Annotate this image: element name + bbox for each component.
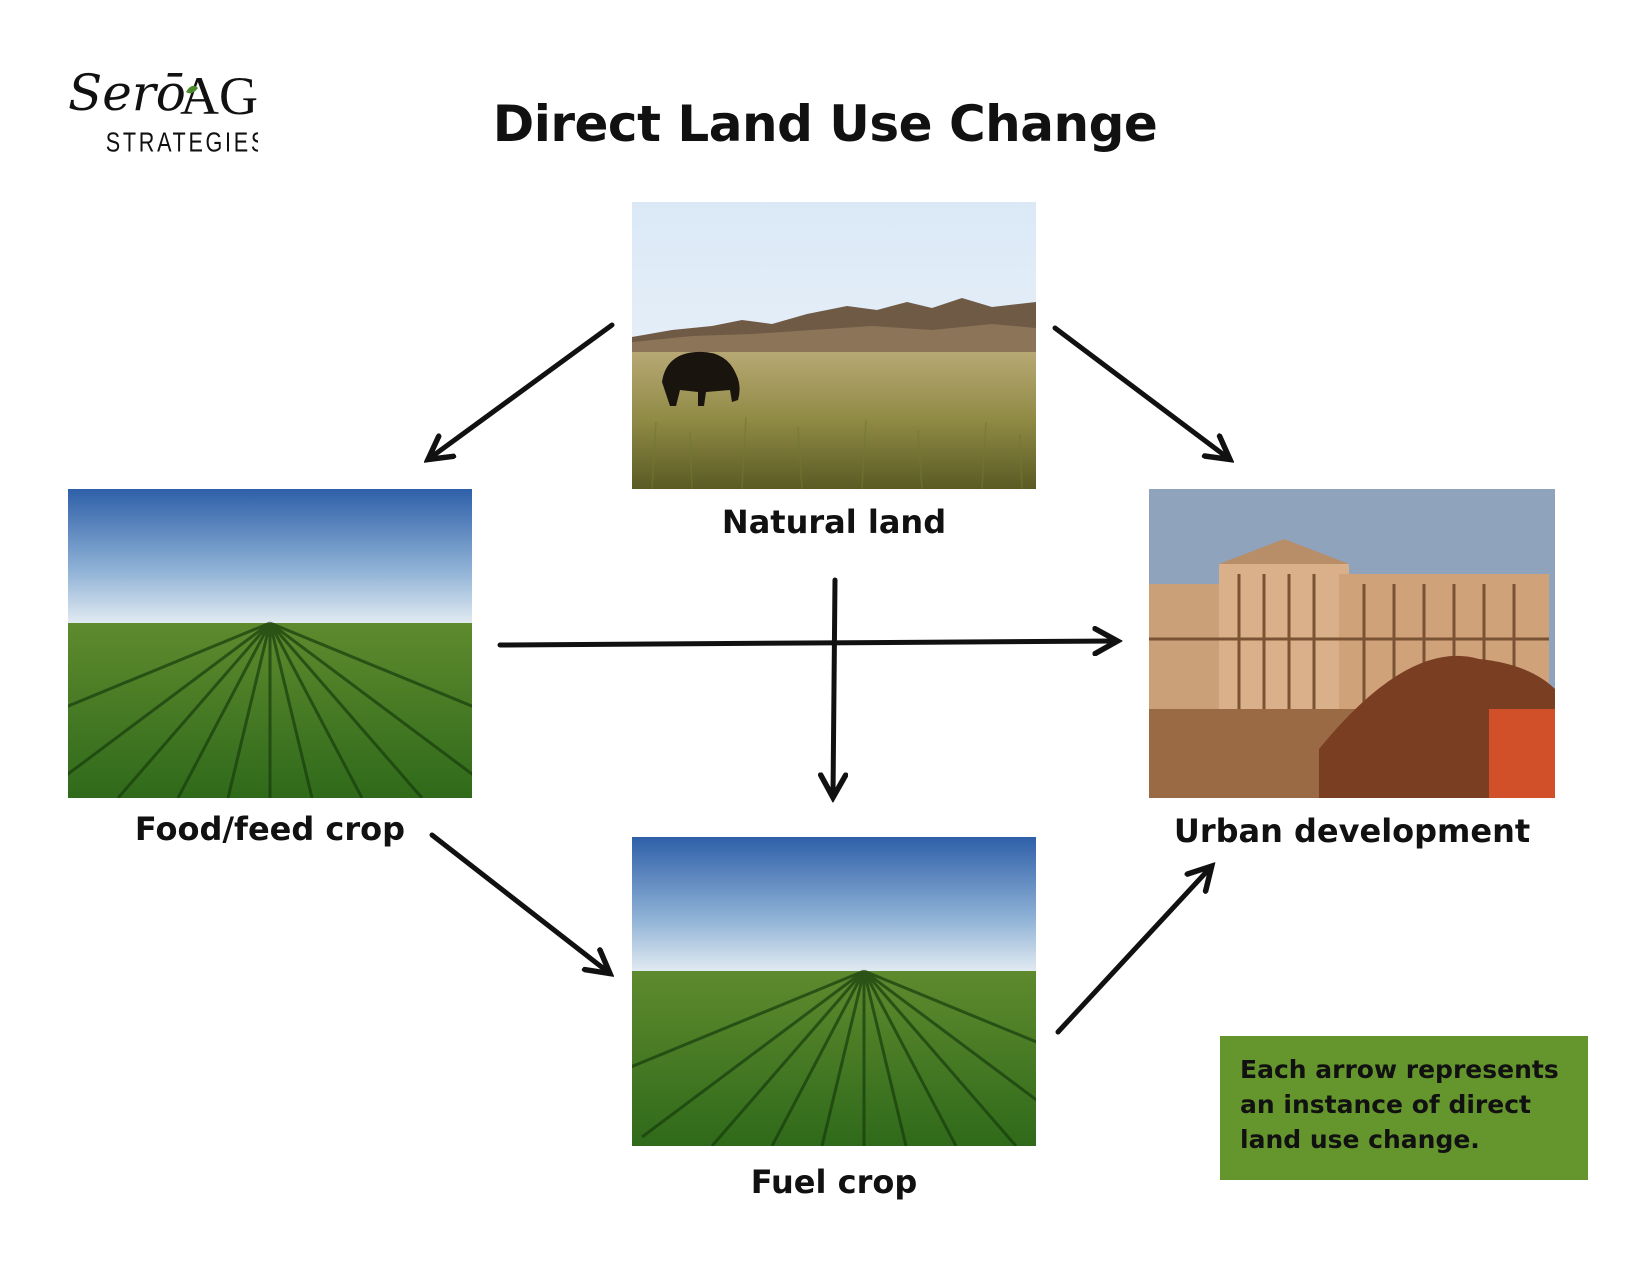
fuel-crop-image <box>632 837 1036 1146</box>
natural-land-label: Natural land <box>721 503 947 541</box>
logo-sub: STRATEGIES <box>106 128 258 158</box>
page-title: Direct Land Use Change <box>492 95 1158 153</box>
natural-land-image <box>632 202 1036 489</box>
arrow-natural-to-urban <box>1052 325 1228 458</box>
logo-ag: AG <box>180 66 258 126</box>
bison-silhouette <box>662 351 740 406</box>
food-crop-image <box>68 489 472 798</box>
legend-note: Each arrow represents an instance of dir… <box>1220 1036 1588 1180</box>
fuel-crop-label: Fuel crop <box>750 1163 918 1201</box>
logo-script: Serō <box>68 64 186 122</box>
arrow-food-to-urban <box>497 641 1115 645</box>
arrow-natural-to-fuel <box>833 577 835 795</box>
arrow-fuel-to-urban <box>1055 868 1210 1035</box>
logo: Serō AG STRATEGIES <box>68 62 265 172</box>
urban-development-image <box>1149 489 1555 798</box>
arrow-natural-to-food <box>430 322 615 458</box>
leaf-icon <box>186 85 198 94</box>
urban-development-label: Urban development <box>1173 812 1531 850</box>
arrow-food-to-fuel <box>429 832 608 972</box>
food-crop-label: Food/feed crop <box>134 810 406 848</box>
